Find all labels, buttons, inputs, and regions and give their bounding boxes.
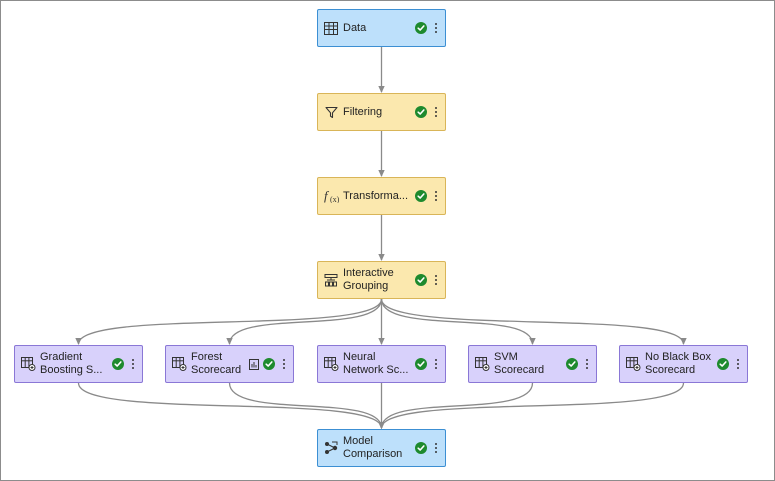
edge-forest-scorecard-to-model-comparison [228, 382, 385, 429]
completed-check-icon [415, 190, 427, 202]
node-label-line: Scorecard [494, 364, 545, 376]
svg-text:(x): (x) [330, 195, 339, 203]
completed-check-icon [415, 274, 427, 286]
model-icon [323, 356, 339, 372]
node-label-line: SVM [494, 351, 518, 363]
node-label-line: Gradient [40, 351, 83, 363]
node-label-line: Transforma... [343, 189, 408, 202]
node-label-line: Data [343, 21, 367, 34]
model-icon [474, 356, 490, 372]
node-label-line: Scorecard [191, 364, 242, 376]
grouping-icon [323, 272, 339, 288]
comparison-icon [323, 440, 339, 456]
node-label-line: Comparison [343, 448, 403, 460]
node-label-line: No Black Box [645, 351, 712, 363]
completed-check-icon [415, 106, 427, 118]
node-label-line: Forest [191, 351, 223, 363]
node-label: Filtering [343, 106, 412, 119]
champion-icon [248, 358, 260, 370]
edge-interactive-grouping-to-forest-scorecard [226, 298, 383, 345]
node-data[interactable]: Data [317, 9, 446, 47]
more-options-icon[interactable] [733, 359, 743, 369]
node-label-line: Scorecard [645, 364, 696, 376]
more-options-icon[interactable] [431, 359, 441, 369]
completed-check-icon [415, 22, 427, 34]
node-label: Transforma... [343, 190, 412, 203]
edge-gradient-boosting-to-model-comparison [77, 382, 385, 429]
more-options-icon[interactable] [431, 23, 441, 33]
table-icon [323, 20, 339, 36]
completed-check-icon [415, 358, 427, 370]
more-options-icon[interactable] [582, 359, 592, 369]
node-transformations[interactable]: f(x) Transforma... [317, 177, 446, 215]
edge-no-black-box-to-model-comparison [378, 382, 685, 429]
completed-check-icon [415, 442, 427, 454]
model-icon [171, 356, 187, 372]
node-label-line: Neural [343, 351, 376, 363]
svg-text:f: f [324, 189, 330, 203]
model-icon [20, 356, 36, 372]
more-options-icon[interactable] [431, 443, 441, 453]
edge-interactive-grouping-to-gradient-boosting [75, 298, 383, 345]
completed-check-icon [112, 358, 124, 370]
function-icon: f(x) [323, 188, 339, 204]
edge-interactive-grouping-to-svm-scorecard [380, 298, 536, 345]
completed-check-icon [566, 358, 578, 370]
more-options-icon[interactable] [431, 275, 441, 285]
filter-icon [323, 104, 339, 120]
node-label-line: Network Sc... [343, 364, 409, 376]
more-options-icon[interactable] [128, 359, 138, 369]
node-label-line: Grouping [343, 280, 389, 292]
node-label-line: Interactive [343, 267, 394, 279]
more-options-icon[interactable] [279, 359, 289, 369]
node-label-line: Filtering [343, 105, 383, 118]
node-filtering[interactable]: Filtering [317, 93, 446, 131]
node-label: Data [343, 22, 412, 35]
completed-check-icon [717, 358, 729, 370]
model-icon [625, 356, 641, 372]
edge-interactive-grouping-to-no-black-box [380, 298, 687, 345]
node-label-line: Boosting S... [40, 364, 103, 376]
edge-svm-scorecard-to-model-comparison [378, 382, 534, 429]
node-label-line: Model [343, 435, 373, 447]
more-options-icon[interactable] [431, 191, 441, 201]
completed-check-icon [263, 358, 275, 370]
more-options-icon[interactable] [431, 107, 441, 117]
